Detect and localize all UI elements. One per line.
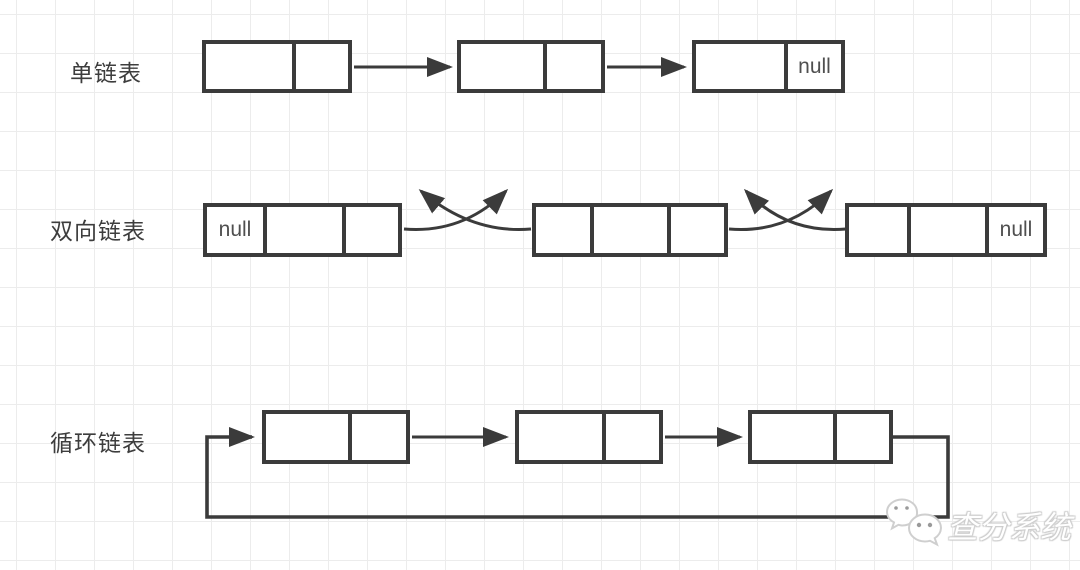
node-pointer-cell <box>833 414 889 460</box>
linked-list-node <box>515 410 663 464</box>
prev-arrow-curved <box>743 188 847 232</box>
node-prev-cell <box>536 207 590 253</box>
node-data-cell <box>696 44 784 89</box>
wechat-icon <box>884 496 946 553</box>
linked-list-node <box>262 410 410 464</box>
row-label-doubly-list: 双向链表 <box>50 218 146 244</box>
linked-list-node: null <box>692 40 845 93</box>
prev-arrow-curved <box>418 189 532 231</box>
node-next-cell <box>342 207 398 253</box>
node-pointer-cell <box>602 414 659 460</box>
node-pointer-cell <box>543 44 601 89</box>
node-data-cell <box>590 207 667 253</box>
node-prev-cell: null <box>218 218 252 241</box>
linked-list-node <box>202 40 352 93</box>
row-label-singly-list: 单链表 <box>70 60 142 86</box>
linked-list-node: null <box>845 203 1047 257</box>
node-next-cell <box>667 207 724 253</box>
linked-list-node <box>457 40 605 93</box>
node-data-cell <box>519 414 602 460</box>
linked-list-node <box>532 203 728 257</box>
next-arrow-curved <box>728 188 834 232</box>
watermark: 查分系统 <box>884 496 1071 553</box>
node-data-cell <box>752 414 833 460</box>
linked-list-node: null <box>203 203 402 257</box>
node-data-cell <box>266 414 348 460</box>
node-pointer-cell: null <box>784 44 841 89</box>
next-arrow-curved <box>403 188 509 232</box>
linked-list-node <box>748 410 893 464</box>
watermark-text: 查分系统 <box>947 510 1071 545</box>
node-data-cell <box>263 207 342 253</box>
node-data-cell <box>461 44 543 89</box>
node-next-cell: null <box>985 207 1043 253</box>
node-prev-cell <box>849 207 907 253</box>
node-data-cell <box>206 44 292 89</box>
node-pointer-cell <box>292 44 348 89</box>
row-label-circular-list: 循环链表 <box>50 430 146 456</box>
node-pointer-cell <box>348 414 406 460</box>
node-data-cell <box>907 207 985 253</box>
